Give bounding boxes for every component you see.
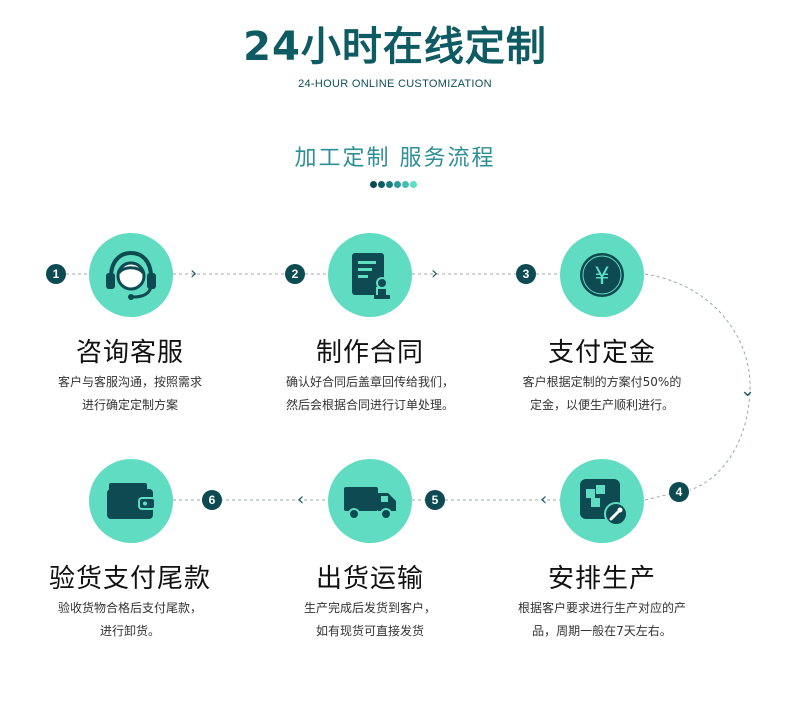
step-1-description-line-1: 客户与客服沟通，按照需求 <box>57 375 202 389</box>
decorative-dots <box>370 181 420 189</box>
step-6-title: 验货支付尾款 <box>48 564 211 594</box>
step-5-description-line-1: 生产完成后发货到客户， <box>303 601 436 615</box>
arrow-right-icon: › <box>431 263 439 284</box>
step-number-badge: 5 <box>425 490 445 510</box>
step-number-badge: 1 <box>46 264 66 284</box>
step-4-description-line-2: 品，周期一般在7天左右。 <box>532 624 672 638</box>
step-3-icon-circle: ¥ <box>560 233 644 317</box>
wallet-icon <box>107 483 156 519</box>
step-4-icon-circle <box>560 459 644 543</box>
step-4-title: 安排生产 <box>547 564 656 594</box>
step-6-icon-circle <box>89 459 173 543</box>
step-5-description-line-2: 如有现货可直接发货 <box>315 624 424 638</box>
step-1-icon-circle <box>89 233 173 317</box>
dot <box>386 181 393 188</box>
step-4-description-line-1: 根据客户要求进行生产对应的产 <box>517 601 686 615</box>
step-2-icon-circle <box>328 233 412 317</box>
step-6-description-line-1: 验收货物合格后支付尾款， <box>57 601 202 615</box>
step-number-badge: 3 <box>516 264 536 284</box>
step-6-description-line-2: 进行卸货。 <box>99 624 160 638</box>
step-2-description-line-1: 确认好合同后盖章回传给我们， <box>285 375 454 389</box>
arrow-down-icon: ⌄ <box>740 380 756 401</box>
arrow-left-icon: ‹ <box>297 489 305 510</box>
step-1-title: 咨询客服 <box>75 338 184 368</box>
dot <box>378 181 385 188</box>
step-3-description-line-1: 客户根据定制的方案付50%的 <box>522 375 682 389</box>
step-3-title: 支付定金 <box>547 338 656 368</box>
dot <box>370 181 377 188</box>
step-5-title: 出货运输 <box>315 564 424 594</box>
headset-icon <box>106 250 156 300</box>
step-number-badge: 2 <box>285 264 305 284</box>
step-2-description-line-2: 然后会根据合同进行订单处理。 <box>285 398 454 412</box>
arrow-left-icon: ‹ <box>540 489 548 510</box>
step-3-description-line-2: 定金，以便生产顺利进行。 <box>529 398 674 412</box>
svg-text:¥: ¥ <box>594 262 609 290</box>
section-title: 加工定制 服务流程 <box>294 146 496 171</box>
step-5-icon-circle <box>328 459 412 543</box>
page-title: 24小时在线定制 <box>243 24 547 70</box>
dot <box>402 181 409 188</box>
dot <box>410 181 417 188</box>
contract-icon <box>352 253 390 299</box>
dot <box>394 181 401 188</box>
truck-icon <box>344 487 396 520</box>
step-number-badge: 6 <box>202 490 222 510</box>
arrow-right-icon: › <box>190 263 198 284</box>
step-number-badge: 4 <box>669 482 689 502</box>
page-subtitle: 24-HOUR ONLINE CUSTOMIZATION <box>298 78 492 90</box>
yen-coin-icon: ¥ <box>580 253 624 297</box>
step-1-description-line-2: 进行确定定制方案 <box>81 398 178 412</box>
step-2-title: 制作合同 <box>315 338 424 368</box>
production-icon <box>580 479 628 526</box>
